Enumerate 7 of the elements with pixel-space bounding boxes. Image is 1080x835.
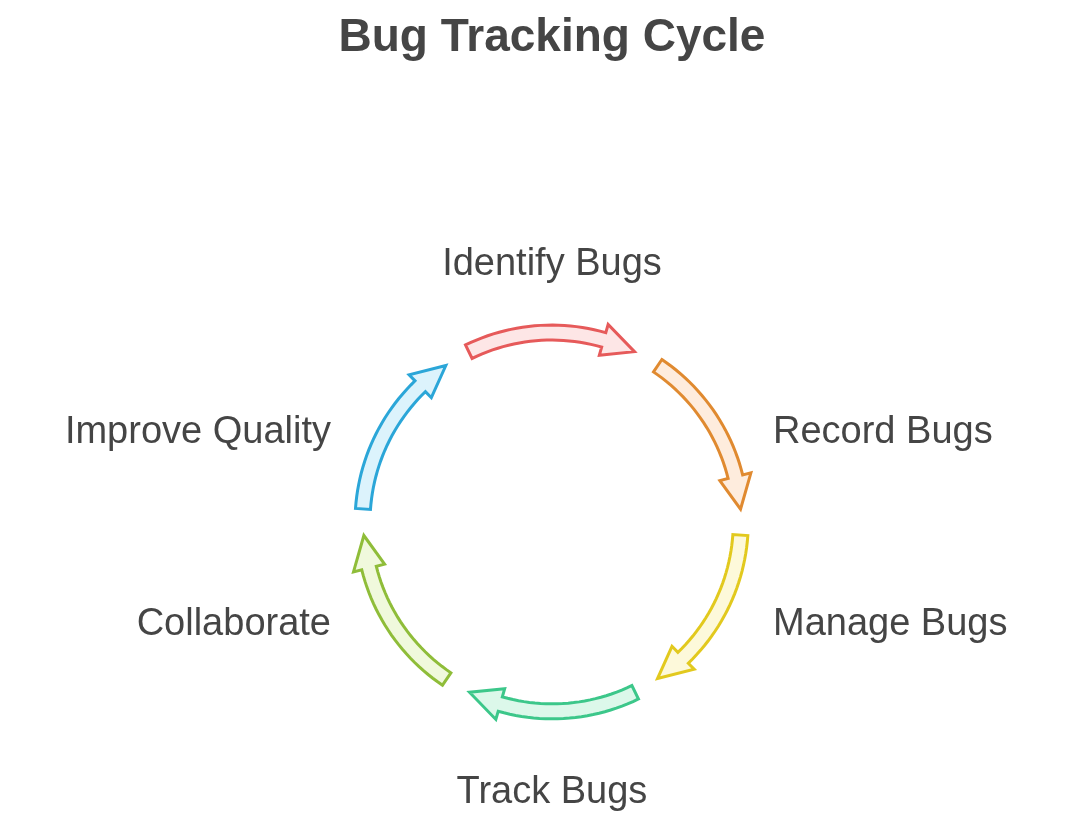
step-label: Manage Bugs	[773, 600, 1008, 644]
step-label: Improve Quality	[64, 408, 331, 452]
step-label: Record Bugs	[773, 408, 993, 452]
diagram-title: Bug Tracking Cycle	[337, 8, 767, 62]
step-label: Identify Bugs	[442, 240, 662, 284]
step-label: Collaborate	[136, 600, 331, 644]
step-label: Track Bugs	[456, 768, 648, 812]
